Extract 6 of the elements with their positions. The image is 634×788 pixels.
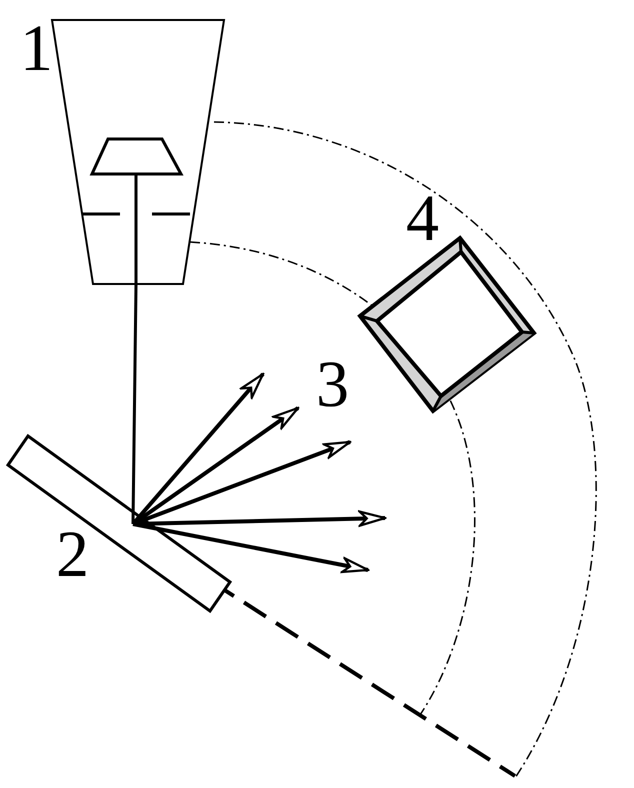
callout-number: 2 xyxy=(56,522,89,588)
callout-number: 3 xyxy=(316,352,349,418)
callout-number: 4 xyxy=(406,186,439,252)
arrow xyxy=(132,522,370,574)
beam-line xyxy=(132,284,138,524)
callout-number: 1 xyxy=(20,16,53,82)
